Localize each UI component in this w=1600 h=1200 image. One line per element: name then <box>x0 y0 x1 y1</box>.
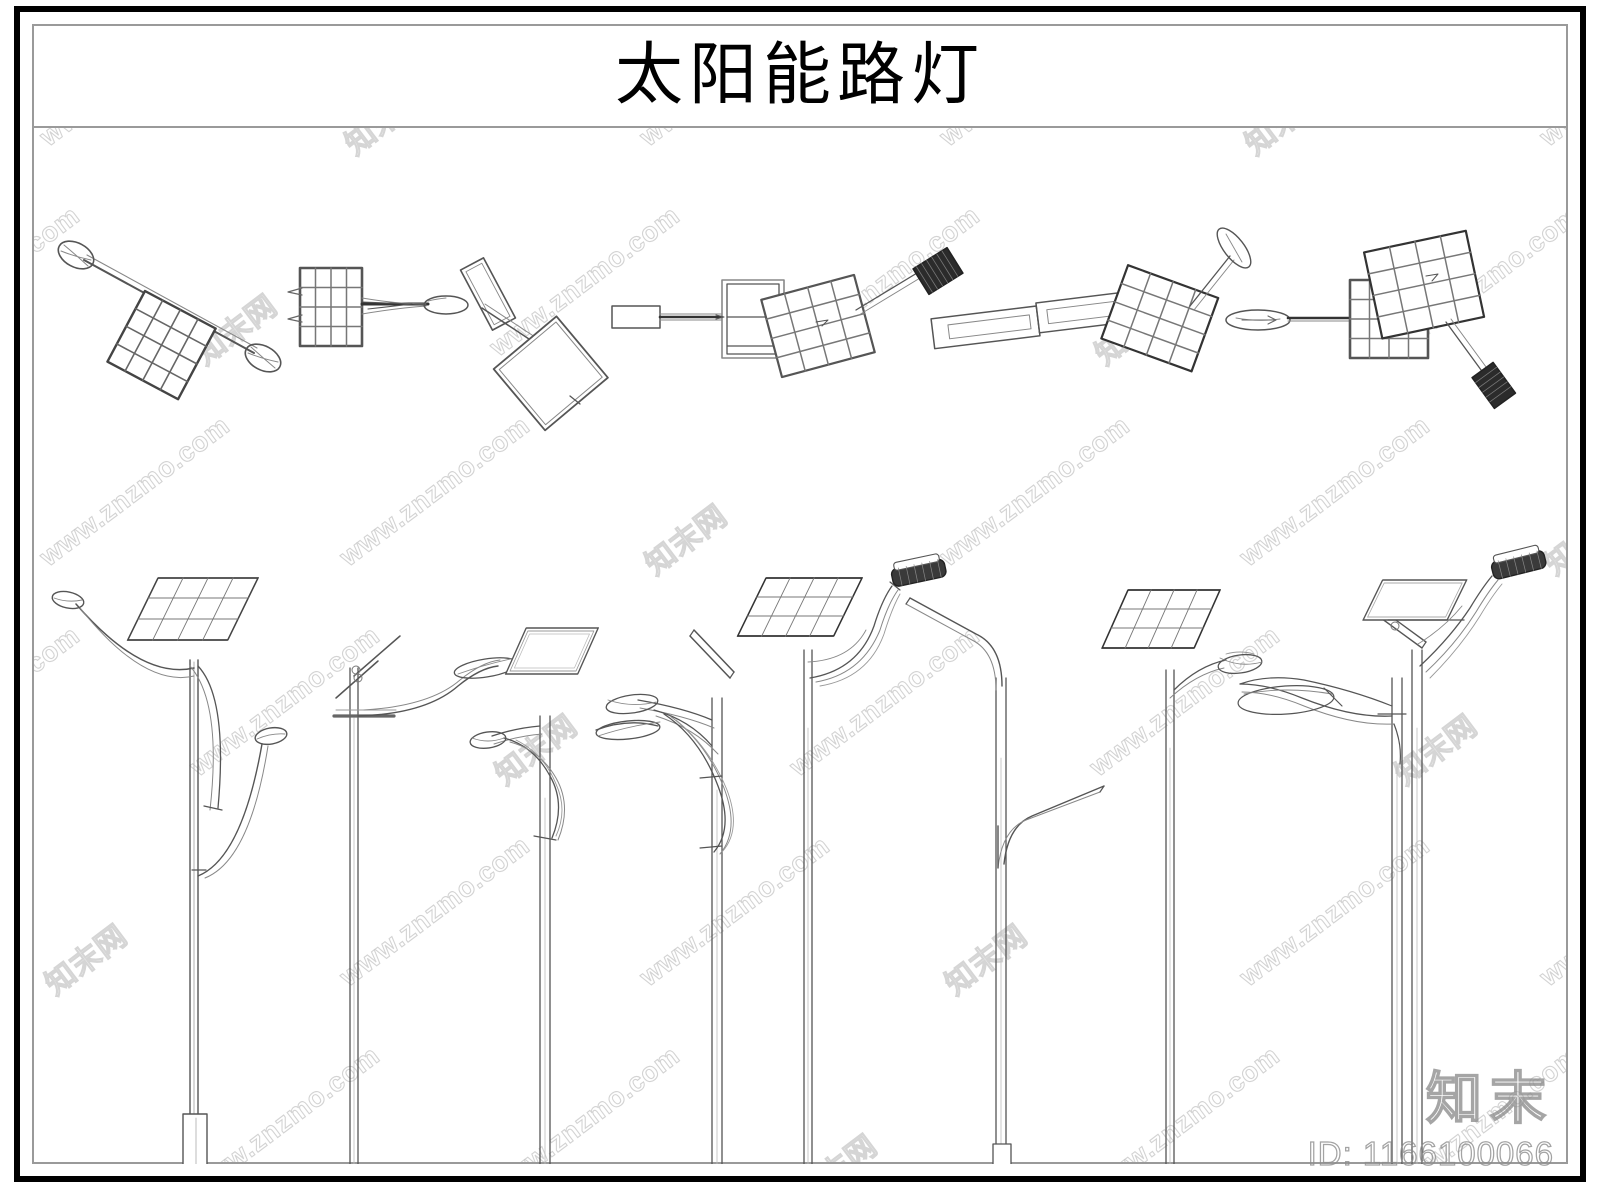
elev-top-panel-curved-arm-lamp <box>469 627 661 1164</box>
elev-grid-panel-single-arm-lamp <box>1101 589 1263 1164</box>
elev-tall-grid-panel-led-lamp <box>736 553 947 1164</box>
plan-rect-frame-lamp <box>611 279 785 359</box>
elev-flat-panel-led-street-lamp <box>1323 544 1547 1164</box>
plan-double-head-solar-lamp <box>57 240 282 401</box>
elev-double-bent-arm-pole <box>905 597 1105 1164</box>
plan-tilted-grid-lamp <box>760 246 964 379</box>
elev-brace-arm-thin-panel-lamp <box>605 629 735 1164</box>
plan-rotated-grid-lamp <box>1362 229 1517 410</box>
plan-grid-panel-lamp <box>1100 227 1252 373</box>
elev-double-arm-curved-solar-lamp <box>51 577 288 1164</box>
plan-square-panel-lamp <box>459 257 609 432</box>
plan-single-head-solar-lamp <box>287 266 469 348</box>
drawing-area <box>32 128 1568 1164</box>
page-title: 太阳能路灯 <box>614 37 985 113</box>
elev-single-arm-thin-panel-lamp <box>332 635 519 1164</box>
title-block: 太阳能路灯 <box>32 24 1568 128</box>
elev-long-arm-thin-panel-lamp <box>1237 603 1427 1164</box>
